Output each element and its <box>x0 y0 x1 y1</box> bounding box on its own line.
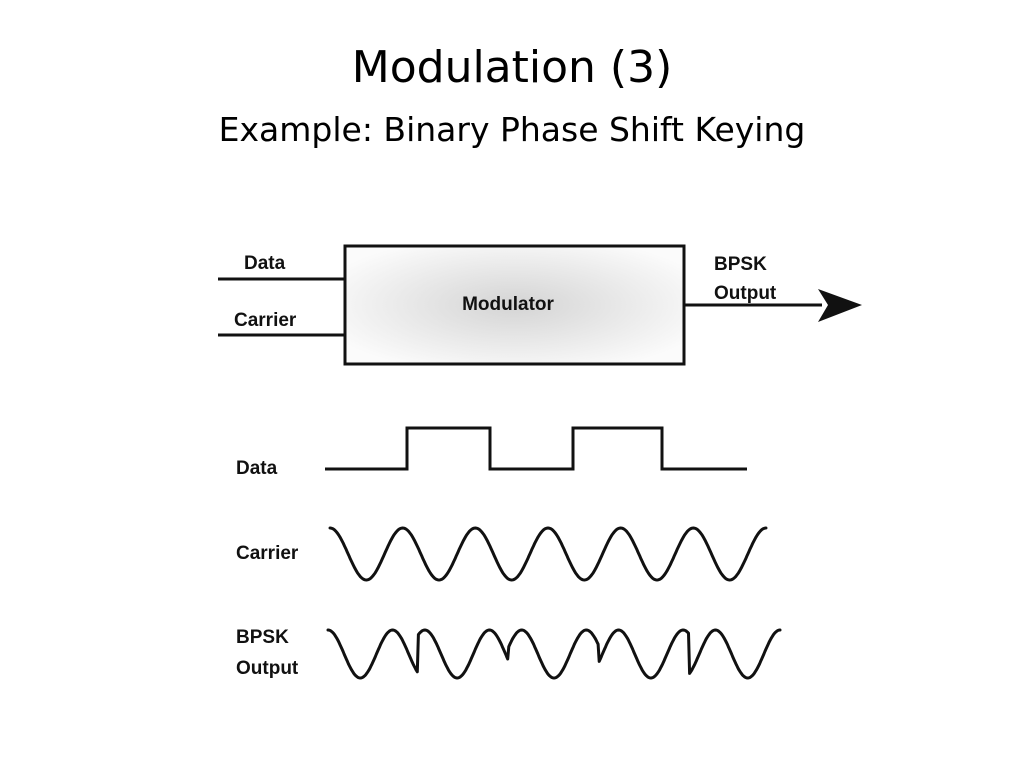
carrier-wave-label: Carrier <box>236 543 299 564</box>
output-arrow-icon <box>818 289 862 322</box>
data-waveform <box>325 426 747 471</box>
bpsk-output-waveform <box>326 628 782 680</box>
slide-subtitle: Example: Binary Phase Shift Keying <box>218 110 806 149</box>
data-wave-label: Data <box>236 458 278 479</box>
bpsk-wave-label-bpsk: BPSK <box>236 627 289 648</box>
carrier-waveform <box>328 526 768 582</box>
modulator-label: Modulator <box>462 294 554 315</box>
output-label-output: Output <box>714 283 777 304</box>
modulator-block <box>343 244 686 366</box>
waveforms: Data Carrier BPSK Output <box>236 426 782 680</box>
output-label-bpsk: BPSK <box>714 254 767 275</box>
input-data-label: Data <box>244 253 286 274</box>
bpsk-wave-label-output: Output <box>236 658 299 679</box>
slide-title: Modulation (3) <box>351 42 673 93</box>
modulator-block-diagram: Data Carrier Modulator BPSK Output <box>218 244 862 366</box>
input-carrier-label: Carrier <box>234 310 297 331</box>
